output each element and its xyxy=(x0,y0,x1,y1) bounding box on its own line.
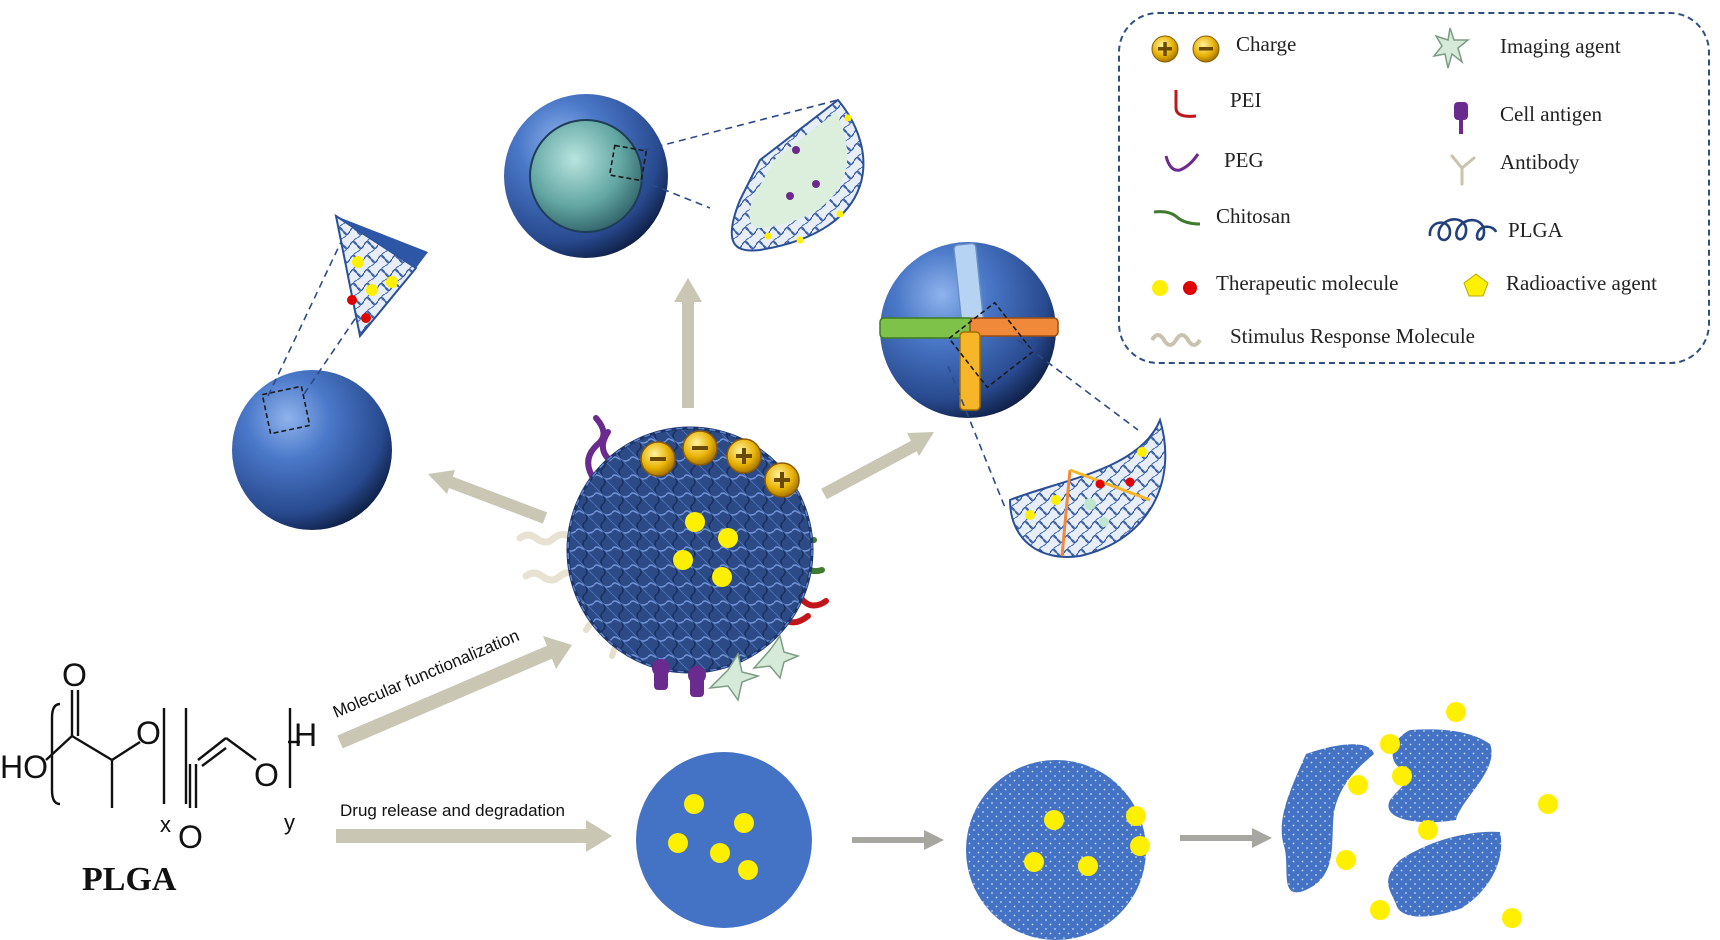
stimulus-icon xyxy=(1150,333,1202,347)
chem-h: H xyxy=(294,717,317,753)
legend-plga-label: PLGA xyxy=(1508,218,1563,242)
cross-section-detail xyxy=(1008,416,1167,558)
chem-o-ester2: O xyxy=(254,757,279,793)
radioactive-icon xyxy=(1463,273,1489,297)
imaging-agent-icon xyxy=(707,652,761,702)
eroding-particle xyxy=(966,760,1150,940)
stimulus-ligand xyxy=(516,531,578,546)
cell-antigen-icon xyxy=(652,659,706,697)
chem-o-ester1: O xyxy=(136,715,161,751)
chitosan-icon xyxy=(1153,210,1201,226)
functionalization-arrow xyxy=(337,636,572,749)
functionalized-nanoparticle xyxy=(516,415,829,702)
legend-antigen-label: Cell antigen xyxy=(1500,102,1603,126)
legend-chitosan-label: Chitosan xyxy=(1216,204,1291,228)
legend-peg-label: PEG xyxy=(1224,148,1264,172)
charge-icon xyxy=(1151,35,1220,63)
release-arrow xyxy=(336,820,612,852)
cross-section-sphere xyxy=(879,242,1167,558)
chem-sub-x: x xyxy=(160,812,171,837)
legend xyxy=(1118,12,1710,364)
charge-group xyxy=(640,430,800,498)
degraded-fragments xyxy=(1281,702,1558,928)
therapeutic-icon xyxy=(1152,280,1197,296)
legend-pei-label: PEI xyxy=(1230,88,1262,112)
legend-charge-label: Charge xyxy=(1236,32,1297,56)
plga-structure xyxy=(45,690,300,808)
center-arrows xyxy=(428,278,934,524)
legend-stimulus-label: Stimulus Response Molecule xyxy=(1230,324,1475,348)
imaging-agent-icon xyxy=(752,634,801,680)
chem-o-carbonyl: O xyxy=(62,657,87,693)
chem-sub-y: y xyxy=(284,810,295,835)
peg-ligand xyxy=(585,415,607,479)
matrix-sphere xyxy=(232,213,428,530)
plga-icon xyxy=(1428,218,1498,242)
legend-therapeutic-label: Therapeutic molecule xyxy=(1216,271,1399,295)
degradation-arrows xyxy=(852,828,1272,850)
peg-icon xyxy=(1164,153,1200,172)
chem-o-bottom: O xyxy=(178,819,203,855)
antigen-icon xyxy=(1454,102,1468,134)
core-shell-sphere xyxy=(504,94,865,258)
imaging-icon xyxy=(1432,27,1471,69)
chem-ho: HO xyxy=(0,749,48,785)
pei-icon xyxy=(1174,90,1197,118)
legend-imaging-label: Imaging agent xyxy=(1500,34,1621,58)
chem-name: PLGA xyxy=(82,861,177,898)
intact-particle xyxy=(636,752,812,928)
legend-radioactive-label: Radioactive agent xyxy=(1506,271,1658,295)
legend-antibody-label: Antibody xyxy=(1500,150,1580,174)
release-label: Drug release and degradation xyxy=(340,801,565,820)
antibody-icon xyxy=(1450,154,1476,186)
